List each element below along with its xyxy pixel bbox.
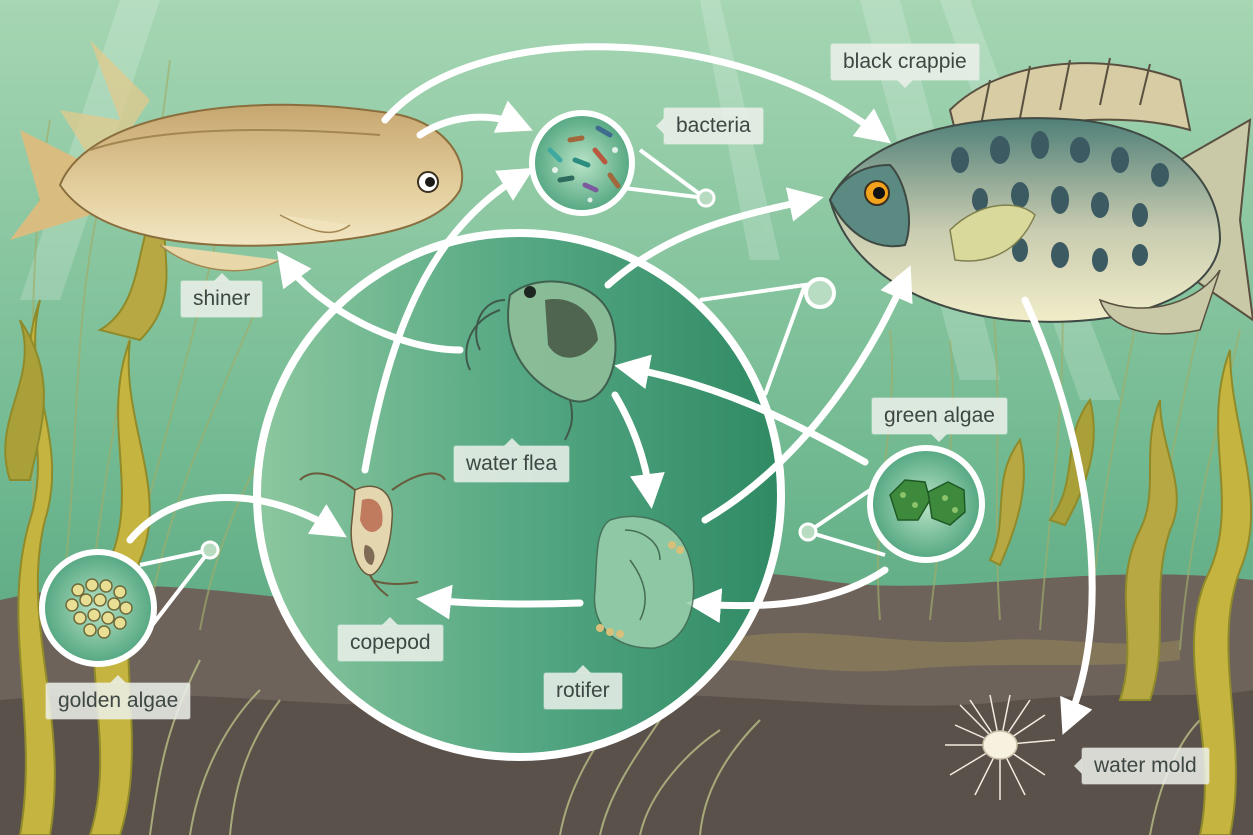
- label-water-mold: water mold: [1082, 748, 1209, 784]
- arrow-rotifer-to-copepod: [430, 600, 580, 604]
- label-black-crappie: black crappie: [831, 44, 979, 80]
- label-bacteria: bacteria: [664, 108, 763, 144]
- bacteria-icon: [532, 113, 632, 213]
- label-shiner: shiner: [181, 281, 262, 317]
- source-node-dot: [806, 279, 834, 307]
- golden-algae-icon: [42, 552, 154, 664]
- label-rotifer: rotifer: [544, 673, 622, 709]
- green-algae-icon: [870, 448, 982, 560]
- label-copepod: copepod: [338, 625, 443, 661]
- rotifer-icon: [594, 516, 693, 648]
- label-green-algae: green algae: [872, 398, 1007, 434]
- label-golden-algae: golden algae: [46, 683, 190, 719]
- label-water-flea: water flea: [454, 446, 569, 482]
